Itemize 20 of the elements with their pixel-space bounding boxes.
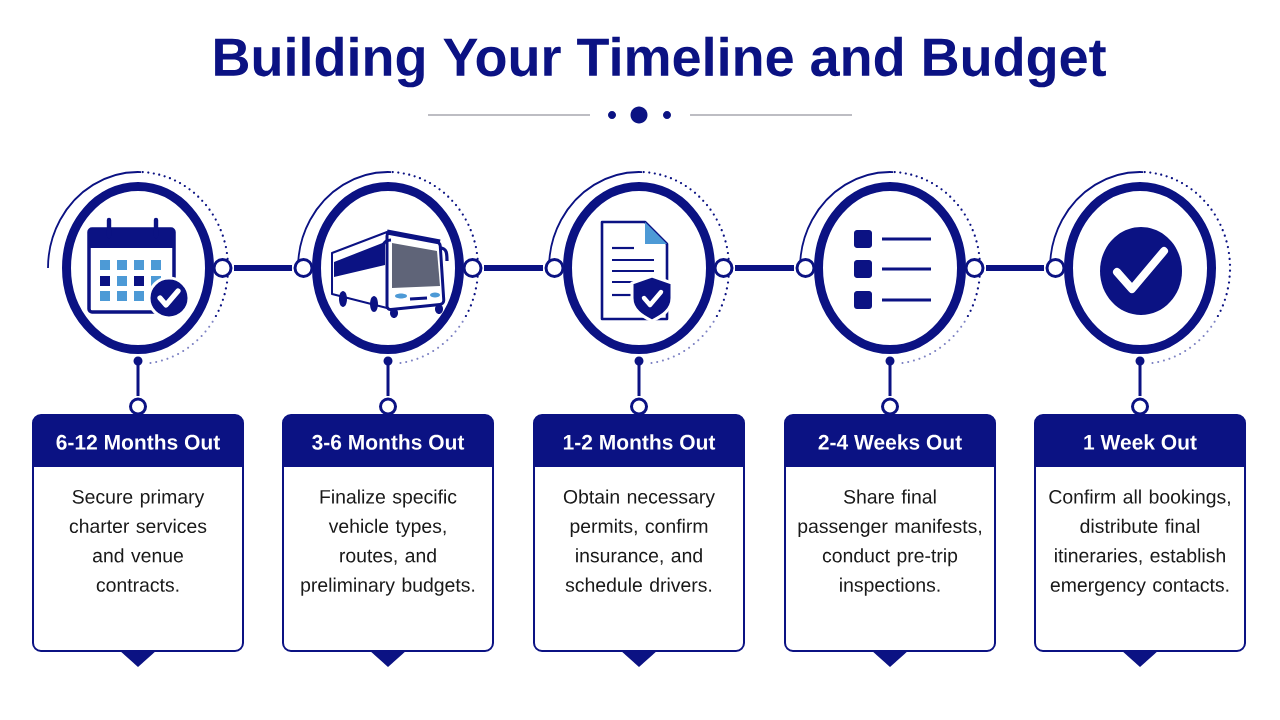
connector-line [129, 365, 147, 416]
card-header: 3-6 Months Out [283, 415, 493, 467]
connector-line [713, 258, 816, 278]
card-header: 6-12 Months Out [33, 415, 243, 467]
connector-line [881, 365, 899, 416]
connector-line [212, 258, 314, 278]
card-text: Share final passenger manifests, conduct pre-trip inspections. [798, 489, 981, 596]
card-header: 2-4 Weeks Out [785, 415, 995, 467]
title: Building Your Timeline and Budget [215, 36, 1106, 88]
card-text: Obtain necessary permits, confirm insurance, and schedule drivers. [563, 489, 715, 592]
connector-line [630, 365, 648, 416]
connector-line [964, 258, 1066, 278]
connector-line [1131, 365, 1149, 416]
connector-line [379, 365, 397, 416]
card-text: Finalize specific vehicle types, routes, and preliminary budgets. [301, 489, 475, 596]
connector-line [462, 258, 565, 278]
card-header: 1-2 Months Out [534, 415, 744, 467]
card-header: 1 Week Out [1035, 415, 1245, 467]
card-text: Confirm all bookings, distribute final itineraries, establish emergency contacts. [1049, 489, 1230, 596]
card-text: Secure primary charter services and venue contracts. [69, 489, 207, 592]
